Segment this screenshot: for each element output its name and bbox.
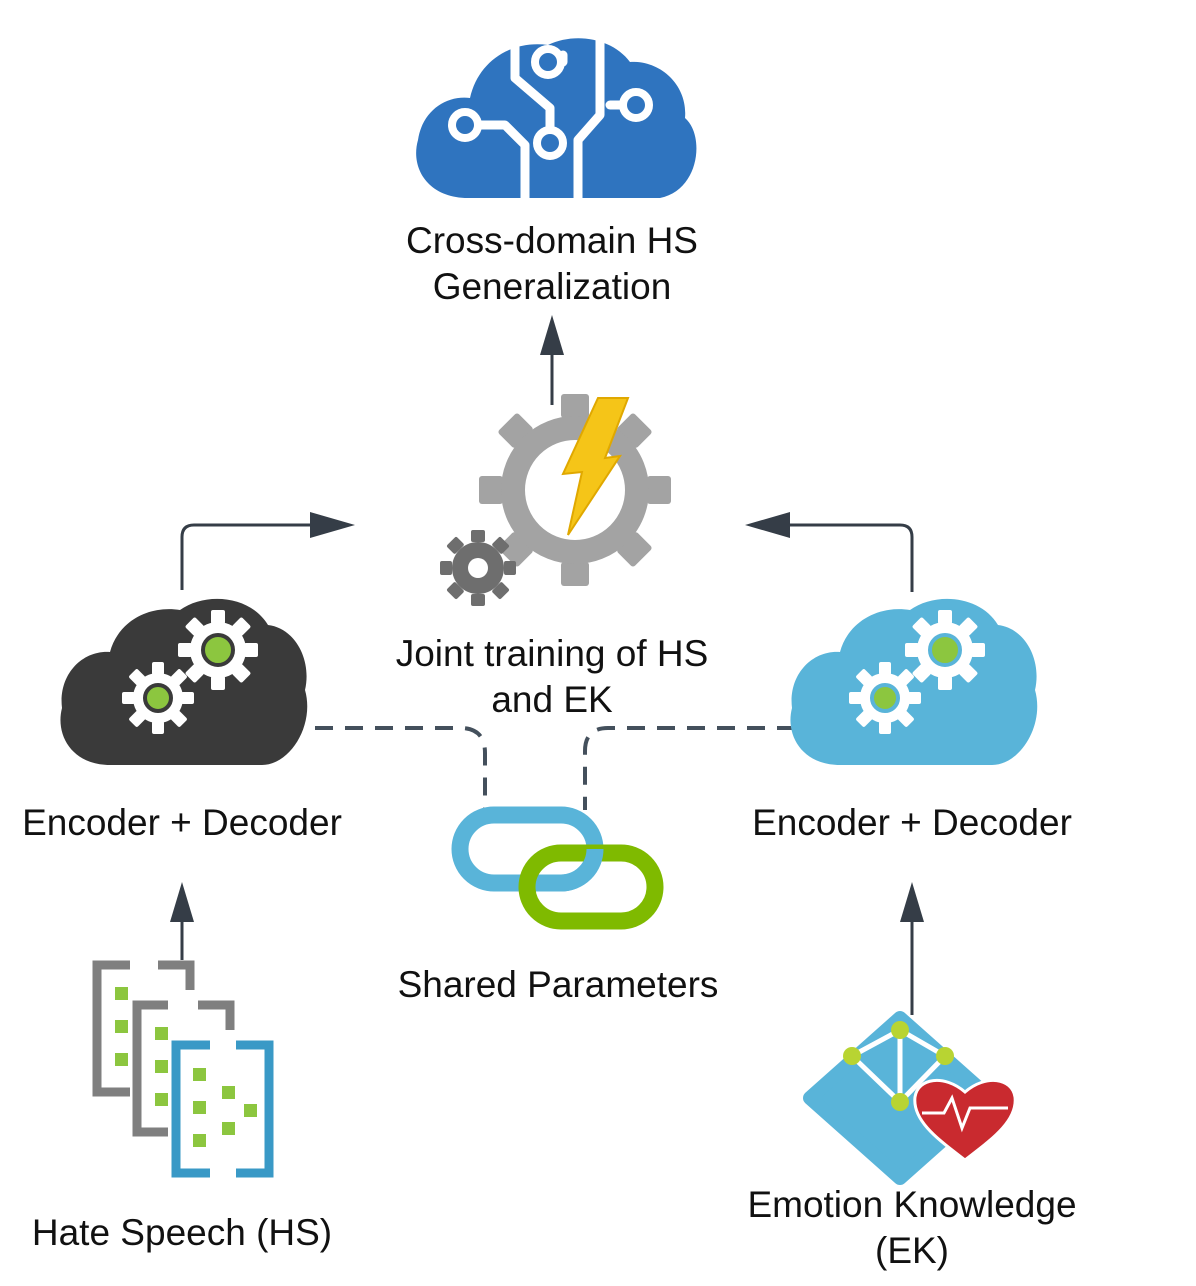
brain-cloud-icon	[416, 33, 697, 205]
hate-speech-label: Hate Speech (HS)	[2, 1210, 362, 1256]
emotion-knowledge-label: Emotion Knowledge (EK)	[712, 1182, 1112, 1274]
documents-icon	[92, 960, 274, 1178]
emotion-heart-icon	[803, 1011, 1017, 1185]
arrow-joint-to-generalization	[540, 315, 564, 405]
arrow-right-model-to-joint	[745, 512, 914, 592]
emotion-knowledge-label-line1: Emotion Knowledge	[747, 1184, 1077, 1225]
joint-training-label-line1: Joint training of HS	[395, 633, 709, 674]
generalization-label: Cross-domain HS Generalization	[352, 218, 752, 310]
hate-speech-label-text: Hate Speech (HS)	[31, 1212, 333, 1253]
joint-training-label: Joint training of HS and EK	[352, 631, 752, 723]
emotion-knowledge-label-line2: (EK)	[875, 1230, 949, 1271]
shared-parameters-label-text: Shared Parameters	[397, 964, 719, 1005]
generalization-label-line2: Generalization	[432, 266, 672, 307]
right-model-label-text: Encoder + Decoder	[752, 802, 1072, 843]
left-model-label: Encoder + Decoder	[2, 800, 362, 846]
gears-lightning-icon	[440, 394, 671, 606]
right-model-label: Encoder + Decoder	[732, 800, 1092, 846]
chain-link-icon	[451, 806, 664, 930]
arrow-left-model-to-joint	[180, 512, 355, 590]
shared-parameter-dashed-connectors	[285, 726, 825, 810]
left-model-label-text: Encoder + Decoder	[22, 802, 342, 843]
generalization-label-line1: Cross-domain HS	[406, 220, 698, 261]
joint-training-label-line2: and EK	[491, 679, 613, 720]
shared-parameters-label: Shared Parameters	[358, 962, 758, 1008]
arrow-ek-to-right-model	[900, 882, 924, 1015]
arrow-hs-to-left-model	[170, 882, 194, 960]
gear-cloud-blue-icon	[790, 598, 1038, 765]
gear-cloud-dark-icon	[60, 598, 308, 765]
